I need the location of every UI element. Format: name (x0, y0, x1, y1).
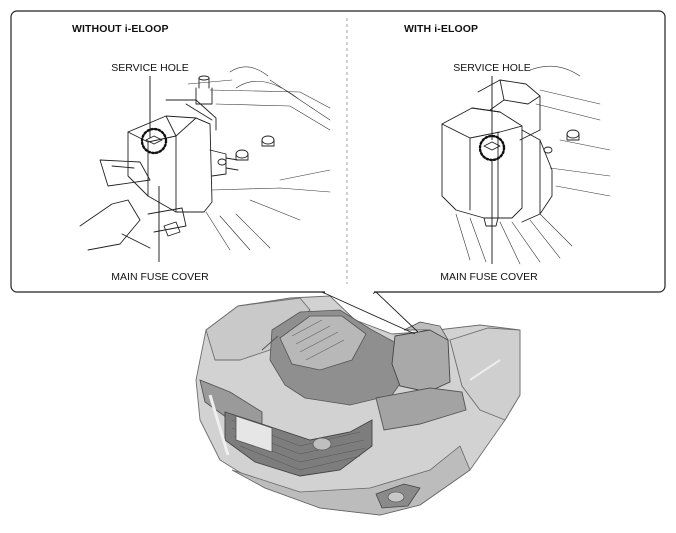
service-hole-label-left: SERVICE HOLE (111, 62, 188, 74)
callout-pointer (321, 291, 419, 335)
panel-with-ieloop: WITH i-ELOOP (404, 23, 611, 283)
service-hole-label-right: SERVICE HOLE (453, 62, 530, 74)
callout-frame (10, 10, 666, 293)
car-front-illustration (195, 295, 521, 516)
main-fuse-cover-label-right: MAIN FUSE COVER (440, 271, 538, 283)
panel-without-ieloop: WITHOUT i-ELOOP (72, 23, 331, 283)
fuse-box-drawing-left (79, 66, 331, 262)
panel-left-heading: WITHOUT i-ELOOP (72, 23, 169, 35)
main-fuse-cover-label-left: MAIN FUSE COVER (111, 271, 209, 283)
panel-right-heading: WITH i-ELOOP (404, 23, 478, 35)
fuse-box-drawing-right (441, 65, 611, 265)
